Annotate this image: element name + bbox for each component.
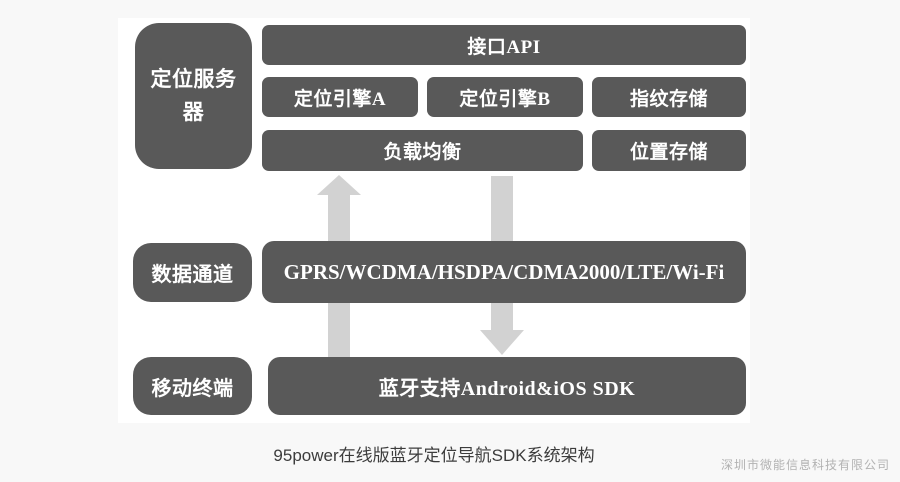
node-api-interface-label: 接口API [467,36,541,58]
node-data-channel: 数据通道 [133,243,252,302]
down-arrow-icon [480,330,524,355]
company-watermark: 深圳市微能信息科技有限公司 [720,458,890,472]
node-positioning-engine-a: 定位引擎A [262,77,418,117]
up-arrow-icon [317,175,361,195]
node-api-interface: 接口API [262,25,746,65]
node-positioning-engine-b: 定位引擎B [427,77,583,117]
node-bluetooth-sdk: 蓝牙支持Android&iOS SDK [268,357,746,415]
node-network-protocols-label: GPRS/WCDMA/HSDPA/CDMA2000/LTE/Wi-Fi [283,259,725,284]
node-load-balancing: 负载均衡 [262,130,583,171]
node-network-protocols: GPRS/WCDMA/HSDPA/CDMA2000/LTE/Wi-Fi [262,241,746,303]
node-positioning-engine-b-label: 定位引擎B [459,88,551,110]
diagram-caption: 95power在线版蓝牙定位导航SDK系统架构 [273,446,595,465]
node-positioning-server: 定位服务 器 [135,23,252,169]
node-positioning-server-line2: 器 [182,100,205,124]
node-bluetooth-sdk-label: 蓝牙支持Android&iOS SDK [378,377,636,400]
node-positioning-engine-a-label: 定位引擎A [293,88,387,110]
node-positioning-server-line1: 定位服务 [150,67,237,91]
node-load-balancing-label: 负载均衡 [383,142,462,163]
node-mobile-terminal: 移动终端 [133,357,252,415]
node-data-channel-label: 数据通道 [151,264,234,286]
node-location-storage-label: 位置存储 [629,142,708,163]
node-fingerprint-storage-label: 指纹存储 [629,88,708,110]
node-mobile-terminal-label: 移动终端 [151,377,234,400]
node-location-storage: 位置存储 [592,130,746,171]
node-fingerprint-storage: 指纹存储 [592,77,746,117]
